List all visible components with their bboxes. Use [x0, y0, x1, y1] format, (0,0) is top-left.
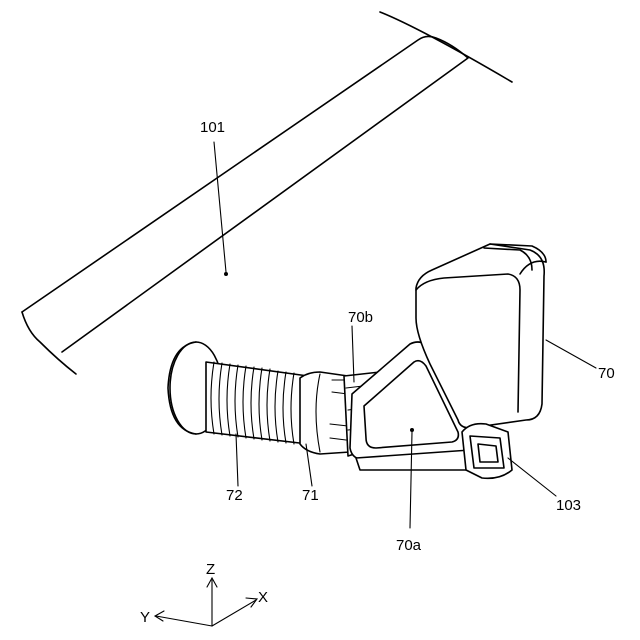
x-axis-line	[212, 600, 256, 626]
label-70b: 70b	[348, 309, 373, 326]
label-101: 101	[200, 119, 225, 136]
leader-70	[546, 340, 596, 368]
leader-101	[214, 142, 226, 272]
axis-label-y: Y	[140, 609, 150, 626]
label-103: 103	[556, 497, 581, 514]
leader-103	[508, 458, 556, 496]
collar-71	[300, 372, 350, 486]
axis-label-z: Z	[206, 561, 215, 578]
label-72: 72	[226, 487, 243, 504]
label-70a: 70a	[396, 537, 422, 554]
y-axis-line	[156, 616, 212, 626]
nut-103	[462, 424, 556, 496]
axis-label-x: X	[258, 589, 268, 606]
leader-72	[236, 434, 238, 486]
label-71: 71	[302, 487, 319, 504]
leader-70b	[352, 326, 354, 382]
reference-dot-101	[224, 272, 228, 276]
label-70: 70	[598, 365, 615, 382]
screw-72	[168, 342, 308, 486]
reference-dot-70a	[410, 428, 414, 432]
coordinate-axes: Z X Y	[140, 561, 268, 626]
